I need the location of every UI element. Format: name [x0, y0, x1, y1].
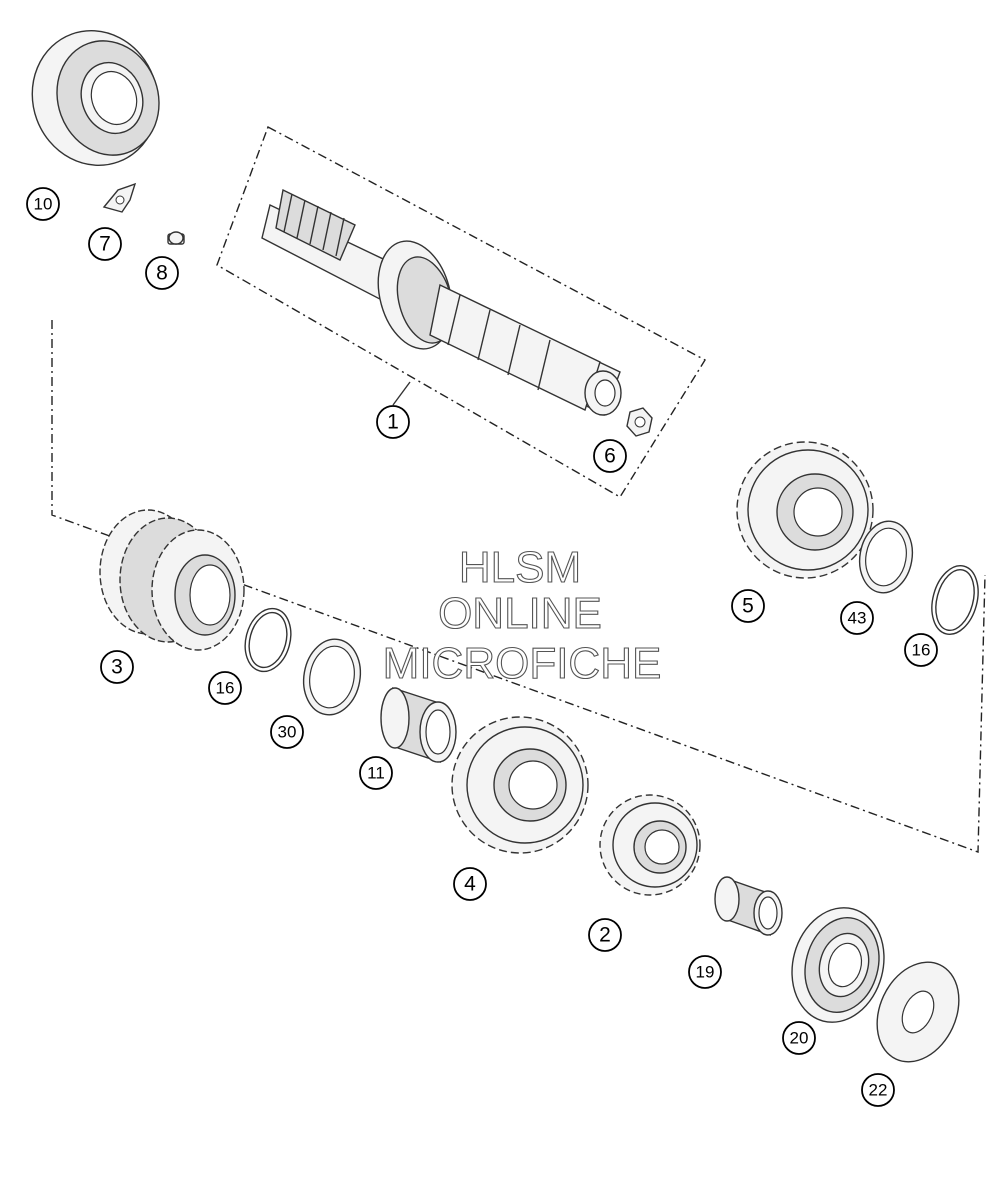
callout-5-label: 5 — [742, 595, 754, 618]
callout-1-label: 1 — [387, 411, 399, 434]
lock-plate-part[interactable] — [102, 182, 137, 213]
gear-5-part[interactable] — [736, 441, 874, 579]
callout-11[interactable]: 11 — [359, 756, 393, 790]
gear-cluster-boundary — [51, 320, 986, 853]
callout-20[interactable]: 20 — [782, 1021, 816, 1055]
bearing-20-part[interactable] — [780, 897, 897, 1032]
callout-7[interactable]: 7 — [88, 227, 122, 261]
callout-10-label: 10 — [34, 195, 53, 214]
screw-part[interactable] — [167, 231, 185, 245]
gear-2-part[interactable] — [599, 794, 701, 896]
gear-4-part[interactable] — [451, 716, 589, 854]
callout-5[interactable]: 5 — [731, 589, 765, 623]
double-gear-3-part[interactable] — [99, 509, 245, 651]
callout-43-label: 43 — [848, 609, 867, 628]
watermark: HLSM ONLINE MICROFICHE — [382, 542, 662, 688]
watermark-line-2: ONLINE — [438, 589, 602, 638]
bearing-part[interactable] — [13, 13, 176, 183]
needle-bearing-11-part[interactable] — [380, 687, 457, 763]
watermark-line-1: HLSM — [459, 543, 581, 592]
nut-part[interactable] — [626, 407, 653, 437]
main-shaft-part[interactable] — [261, 188, 622, 416]
callout-16-left[interactable]: 16 — [208, 671, 242, 705]
leader-line — [392, 381, 411, 406]
shim-22-part[interactable] — [862, 949, 975, 1075]
shaft-assembly-boundary — [216, 126, 706, 498]
callout-6-label: 6 — [604, 445, 616, 468]
callout-4-label: 4 — [464, 873, 476, 896]
callout-16-left-label: 16 — [216, 679, 235, 698]
callout-1[interactable]: 1 — [376, 405, 410, 439]
callout-43[interactable]: 43 — [840, 601, 874, 635]
callout-3[interactable]: 3 — [100, 650, 134, 684]
callout-7-label: 7 — [99, 233, 111, 256]
circlip-right-part[interactable] — [925, 560, 986, 639]
callout-4[interactable]: 4 — [453, 867, 487, 901]
washer-43-part[interactable] — [854, 517, 918, 597]
callout-11-label: 11 — [367, 764, 385, 783]
callout-3-label: 3 — [111, 656, 123, 679]
washer-30-part[interactable] — [298, 635, 366, 720]
callout-30-label: 30 — [278, 723, 297, 742]
callout-19-label: 19 — [696, 963, 715, 982]
callout-22[interactable]: 22 — [861, 1073, 895, 1107]
callout-22-label: 22 — [869, 1081, 888, 1100]
watermark-line-3: MICROFICHE — [383, 639, 662, 688]
callout-16-right[interactable]: 16 — [904, 633, 938, 667]
callout-16-right-label: 16 — [912, 641, 931, 660]
callout-8[interactable]: 8 — [145, 256, 179, 290]
callout-2-label: 2 — [599, 924, 611, 947]
callout-8-label: 8 — [156, 262, 168, 285]
callout-2[interactable]: 2 — [588, 918, 622, 952]
callout-6[interactable]: 6 — [593, 439, 627, 473]
callout-10[interactable]: 10 — [26, 187, 60, 221]
callout-30[interactable]: 30 — [270, 715, 304, 749]
callout-20-label: 20 — [790, 1029, 809, 1048]
bushing-19-part[interactable] — [714, 876, 783, 937]
circlip-left-part[interactable] — [238, 603, 297, 676]
callout-19[interactable]: 19 — [688, 955, 722, 989]
